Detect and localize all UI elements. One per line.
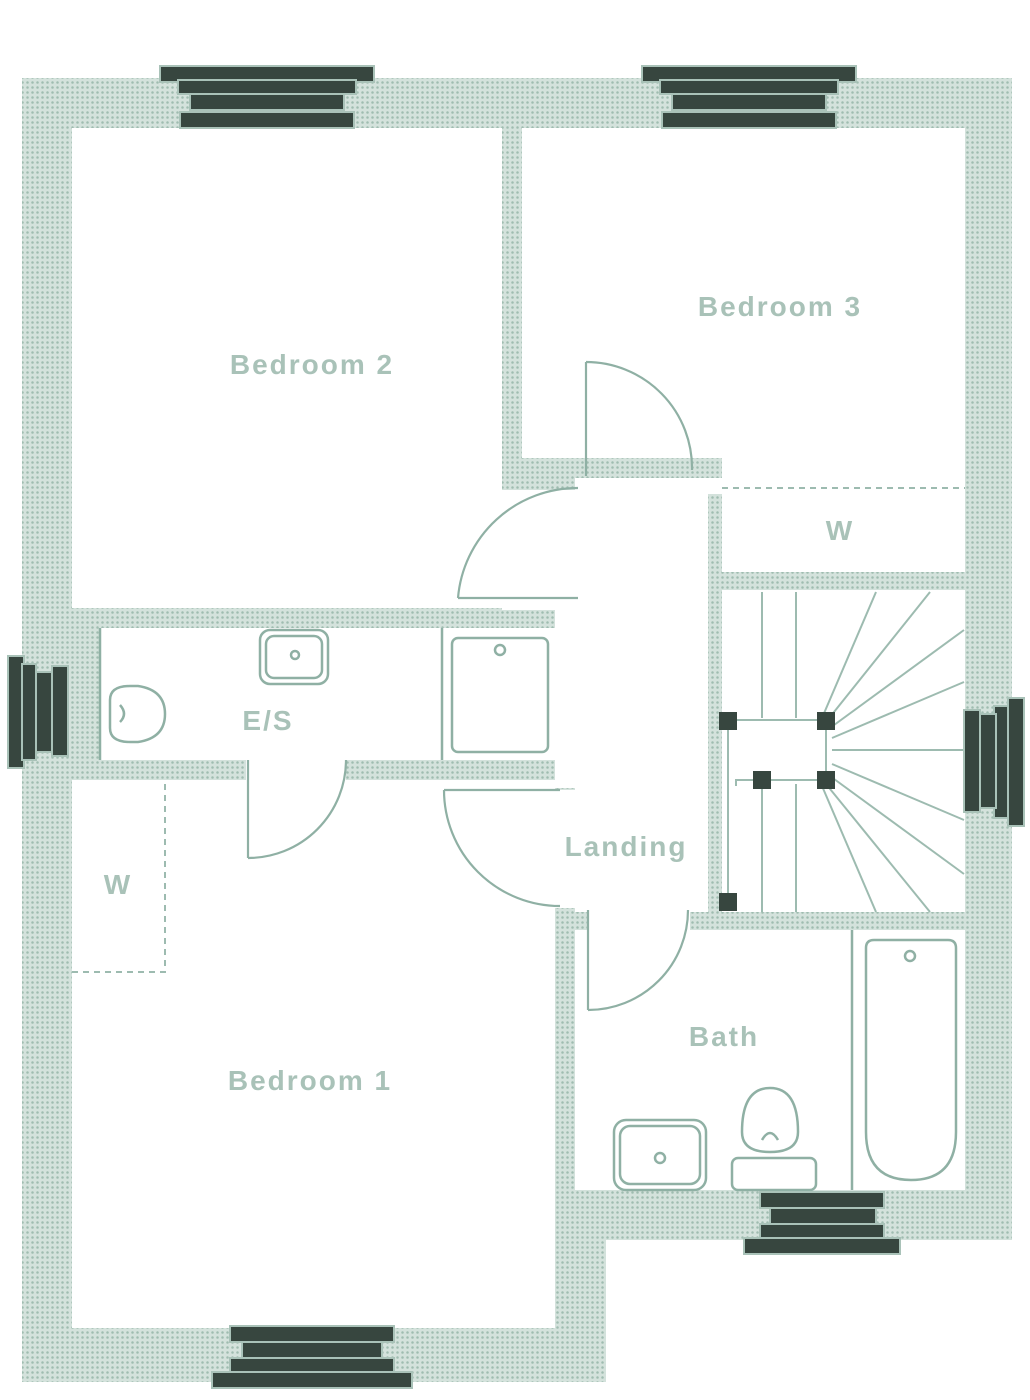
door-bedroom-2[interactable]: [456, 486, 579, 600]
door-bedroom-3[interactable]: [584, 360, 694, 476]
window-bedroom-3: [641, 65, 857, 129]
ensuite-shower: [440, 628, 550, 760]
door-ensuite[interactable]: [246, 759, 348, 860]
window-landing: [963, 697, 1025, 827]
ensuite-toilet: [108, 684, 167, 744]
bath-toilet: [730, 1086, 818, 1192]
staircase: [719, 591, 965, 913]
window-bedroom-2: [159, 65, 375, 129]
wardrobe-bedroom-1: [72, 782, 166, 973]
room-label-bedroom-1: Bedroom 1: [228, 1065, 392, 1096]
room-label-ensuite: E/S: [242, 705, 293, 736]
window-bedroom-1: [211, 1325, 413, 1389]
bath-basin: [612, 1118, 708, 1192]
room-label-wardrobe-bedroom-3: W: [826, 515, 854, 546]
room-label-bedroom-2: Bedroom 2: [230, 349, 394, 380]
ensuite-basin: [258, 628, 330, 686]
door-bath[interactable]: [586, 909, 690, 1012]
room-label-bedroom-3: Bedroom 3: [698, 291, 862, 322]
room-label-wardrobe-bedroom-1: W: [104, 869, 132, 900]
bathtub: [850, 930, 958, 1190]
room-label-bath: Bath: [689, 1021, 759, 1052]
walls: [22, 78, 1012, 1382]
door-bedroom-1[interactable]: [442, 788, 561, 908]
window-bath: [743, 1191, 901, 1255]
room-label-landing: Landing: [565, 831, 688, 862]
window-ensuite: [7, 655, 69, 769]
